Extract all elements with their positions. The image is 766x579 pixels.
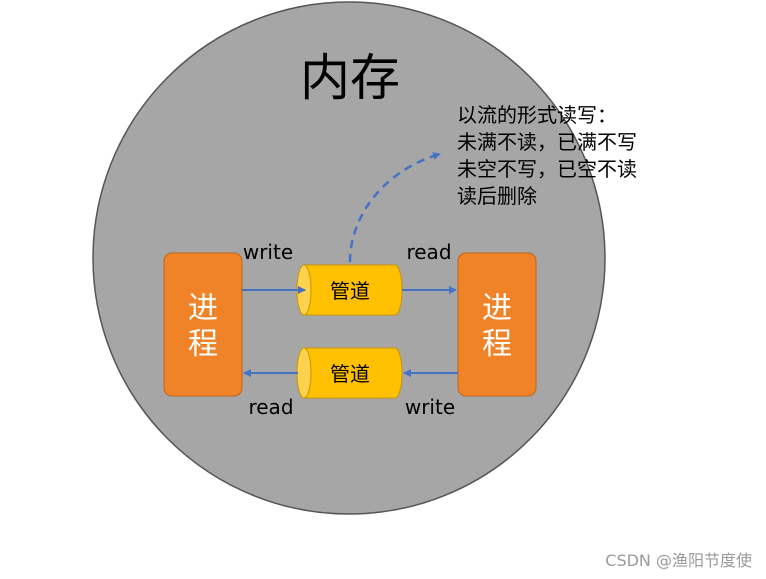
memory-title: 内存 — [300, 49, 400, 107]
note-line-3: 未空不写，已空不读 — [457, 157, 637, 181]
pipe-bottom: 管道 — [296, 347, 403, 399]
process-left: 进 程 — [163, 252, 243, 397]
label-write-bottom-right: write — [405, 395, 455, 419]
process-right-line1: 进 — [482, 291, 512, 326]
note-line-4: 读后删除 — [457, 184, 537, 208]
label-write-top-left: write — [243, 240, 293, 264]
pipe-bottom-label: 管道 — [330, 362, 370, 386]
note-line-1: 以流的形式读写： — [457, 103, 617, 127]
label-read-bottom-left: read — [248, 395, 293, 419]
process-left-line2: 程 — [188, 327, 218, 362]
watermark: CSDN @渔阳节度使 — [605, 551, 752, 570]
note-pointer-arrow — [348, 152, 441, 263]
label-read-top-right: read — [406, 240, 451, 264]
process-left-line1: 进 — [188, 291, 218, 326]
note-line-2: 未满不读，已满不写 — [457, 130, 637, 154]
note-block: 以流的形式读写： 未满不读，已满不写 未空不写，已空不读 读后删除 — [457, 103, 637, 208]
process-right-line2: 程 — [482, 327, 512, 362]
pipe-top-label: 管道 — [330, 279, 370, 303]
pipe-top: 管道 — [296, 264, 403, 316]
process-right: 进 程 — [457, 252, 537, 397]
